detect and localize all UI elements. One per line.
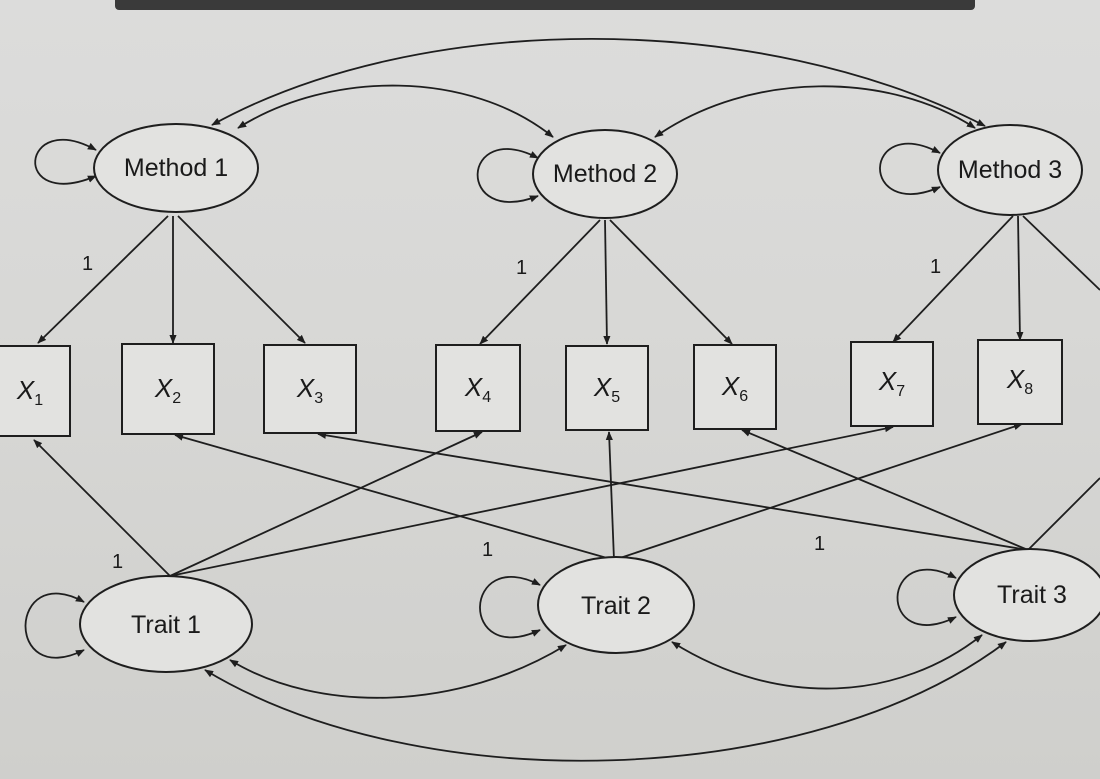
- method3-node: Method 3: [937, 124, 1083, 216]
- svg-text:X4: X4: [464, 372, 491, 406]
- trait3-label: Trait 3: [997, 581, 1067, 609]
- page-top-shadow: [115, 0, 975, 10]
- method2-variance-loop: [476, 148, 539, 203]
- method3-to-x8-arrow: [1016, 215, 1024, 341]
- method1-fixed-loading: 1: [82, 253, 93, 275]
- trait1-variance-loop: [24, 592, 85, 659]
- x6-letter: X: [721, 371, 741, 401]
- svg-text:X3: X3: [296, 373, 323, 407]
- method1-to-x1-arrow: [37, 215, 169, 344]
- trait2-to-x2-arrow: [174, 433, 615, 561]
- indicator-x5: X5: [565, 345, 649, 431]
- trait2-to-x5-arrow: [605, 431, 615, 561]
- method1-label: Method 1: [124, 154, 228, 182]
- method2-method3-covariance: [654, 85, 976, 138]
- method3-label: Method 3: [958, 156, 1062, 184]
- x8-letter: X: [1006, 364, 1026, 394]
- svg-text:X5: X5: [593, 372, 620, 406]
- svg-text:X7: X7: [878, 366, 905, 400]
- indicator-x1: X1: [0, 345, 71, 437]
- trait2-trait3-covariance: [671, 634, 983, 690]
- trait1-node: Trait 1: [79, 575, 253, 673]
- trait3-fixed-loading: 1: [814, 533, 825, 555]
- trait1-to-x1-arrow: [33, 439, 171, 577]
- indicator-x6: X6: [693, 344, 777, 430]
- indicator-x7: X7: [850, 341, 934, 427]
- method1-to-x3-arrow: [177, 215, 306, 344]
- indicator-x4: X4: [435, 344, 521, 432]
- trait2-node: Trait 2: [537, 556, 695, 654]
- method2-node: Method 2: [532, 129, 678, 219]
- x4-subscript: 4: [482, 389, 491, 406]
- trait3-to-x3-arrow: [317, 431, 1029, 551]
- trait2-to-x8-arrow: [613, 423, 1023, 561]
- method1-node: Method 1: [93, 123, 259, 213]
- method2-label: Method 2: [553, 160, 657, 188]
- x2-subscript: 2: [172, 390, 181, 407]
- trait3-node: Trait 3: [953, 548, 1100, 642]
- svg-text:X1: X1: [16, 375, 43, 409]
- x1-subscript: 1: [34, 392, 43, 409]
- svg-text:X8: X8: [1006, 364, 1033, 398]
- trait3-to-offpage-arrow: [1027, 477, 1100, 551]
- method3-variance-loop: [879, 142, 941, 195]
- method2-fixed-loading: 1: [516, 257, 527, 279]
- method1-method3-covariance: [211, 38, 986, 127]
- indicator-x2: X2: [121, 343, 215, 435]
- trait3-variance-loop: [896, 568, 957, 626]
- indicator-x8: X8: [977, 339, 1063, 425]
- x2-letter: X: [154, 373, 174, 403]
- svg-text:X6: X6: [721, 371, 748, 405]
- trait1-trait2-covariance: [229, 644, 567, 699]
- trait2-variance-loop: [479, 576, 541, 639]
- x7-subscript: 7: [896, 383, 905, 400]
- trait3-to-x6-arrow: [741, 429, 1029, 551]
- method3-fixed-loading: 1: [930, 256, 941, 278]
- method2-to-x6-arrow: [609, 219, 733, 345]
- trait1-to-x4-arrow: [169, 431, 483, 577]
- x6-subscript: 6: [739, 388, 748, 405]
- method1-method2-covariance: [237, 84, 554, 138]
- x3-subscript: 3: [314, 390, 323, 407]
- method2-to-x4-arrow: [479, 219, 601, 345]
- method2-to-x5-arrow: [603, 219, 611, 345]
- trait2-label: Trait 2: [581, 592, 651, 620]
- x7-letter: X: [878, 366, 898, 396]
- x8-subscript: 8: [1024, 381, 1033, 398]
- x3-letter: X: [296, 373, 316, 403]
- x1-letter: X: [16, 375, 36, 405]
- method3-to-offpage-arrow: [1022, 215, 1100, 291]
- indicator-x3: X3: [263, 344, 357, 434]
- trait1-to-x7-arrow: [169, 425, 894, 577]
- trait2-fixed-loading: 1: [482, 539, 493, 561]
- method3-to-x7-arrow: [892, 215, 1014, 343]
- x4-letter: X: [464, 372, 484, 402]
- svg-text:X2: X2: [154, 373, 181, 407]
- trait1-fixed-loading: 1: [112, 551, 123, 573]
- method1-variance-loop: [34, 138, 97, 185]
- x5-subscript: 5: [611, 389, 620, 406]
- trait1-trait3-covariance: [204, 641, 1007, 762]
- x5-letter: X: [593, 372, 613, 402]
- trait1-label: Trait 1: [131, 611, 201, 639]
